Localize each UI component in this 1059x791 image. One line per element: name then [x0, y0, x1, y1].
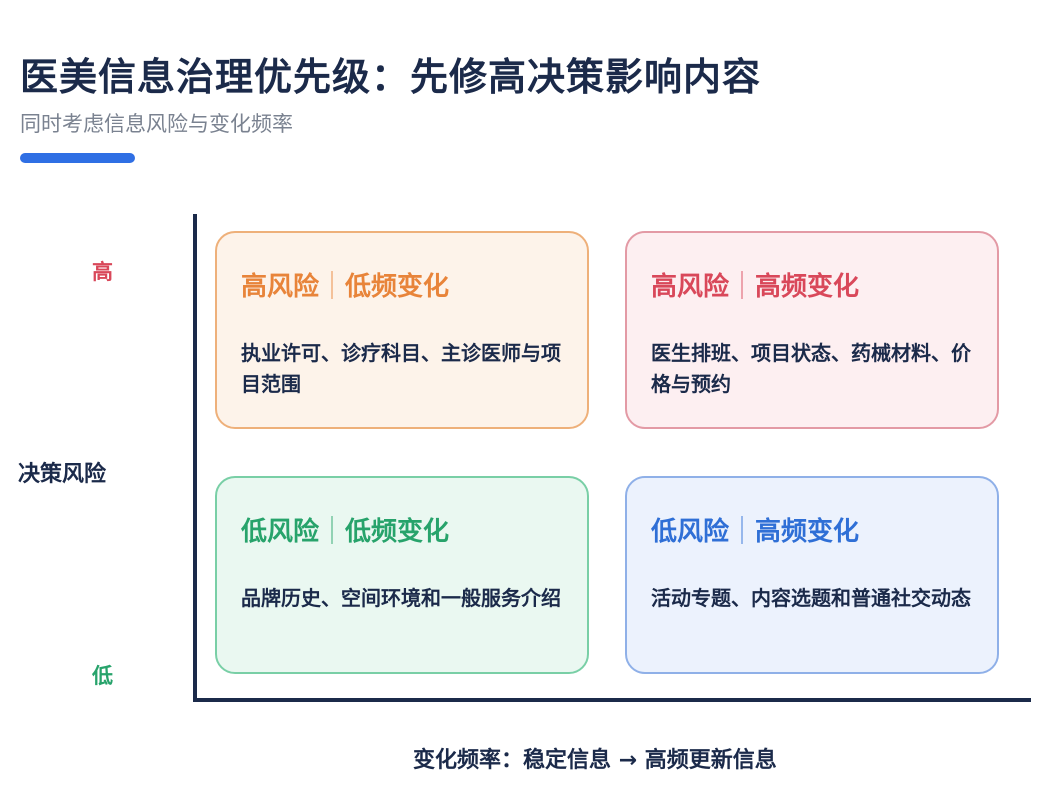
quadrant-freq-label: 高频变化	[755, 272, 860, 302]
quadrant-heading: 低风险 低频变化	[241, 511, 449, 548]
x-axis-title: 变化频率：稳定信息 → 高频更新信息	[413, 748, 777, 773]
x-axis-line	[193, 698, 1031, 702]
quadrant-freq-label: 低频变化	[345, 517, 450, 547]
quadrant-heading: 低风险 高频变化	[651, 511, 859, 548]
quadrant-risk-label: 高风险	[651, 272, 730, 302]
y-axis-low-label: 低	[92, 664, 113, 688]
quadrant-risk-label: 低风险	[651, 517, 730, 547]
quadrant-description: 品牌历史、空间环境和一般服务介绍	[241, 586, 561, 610]
quadrant-divider	[741, 270, 744, 299]
quadrant-freq-label: 高频变化	[755, 517, 860, 547]
quadrant-divider	[331, 270, 334, 299]
quadrant-heading: 高风险 低频变化	[241, 266, 449, 303]
quadrant-divider	[741, 515, 744, 544]
quadrant-low-risk-high-freq: 低风险 高频变化 活动专题、内容选题和普通社交动态	[625, 476, 999, 674]
quadrant-description: 执业许可、诊疗科目、主诊医师与项目范围	[241, 341, 561, 396]
quadrant-description: 活动专题、内容选题和普通社交动态	[651, 586, 971, 610]
quadrant-high-risk-low-freq: 高风险 低频变化 执业许可、诊疗科目、主诊医师与项目范围	[215, 231, 589, 429]
y-axis-high-label: 高	[92, 260, 113, 284]
y-axis-title: 决策风险	[18, 462, 107, 487]
quadrant-high-risk-high-freq: 高风险 高频变化 医生排班、项目状态、药械材料、价格与预约	[625, 231, 999, 429]
quadrant-description: 医生排班、项目状态、药械材料、价格与预约	[651, 341, 971, 396]
quadrant-low-risk-low-freq: 低风险 低频变化 品牌历史、空间环境和一般服务介绍	[215, 476, 589, 674]
quadrant-freq-label: 低频变化	[345, 272, 450, 302]
y-axis-line	[193, 214, 197, 702]
title-accent-bar	[20, 153, 135, 163]
quadrant-risk-label: 低风险	[241, 517, 320, 547]
page-subtitle: 同时考虑信息风险与变化频率	[20, 112, 293, 136]
quadrant-risk-label: 高风险	[241, 272, 320, 302]
quadrant-heading: 高风险 高频变化	[651, 266, 859, 303]
quadrant-divider	[331, 515, 334, 544]
page-title: 医美信息治理优先级：先修高决策影响内容	[20, 55, 762, 99]
